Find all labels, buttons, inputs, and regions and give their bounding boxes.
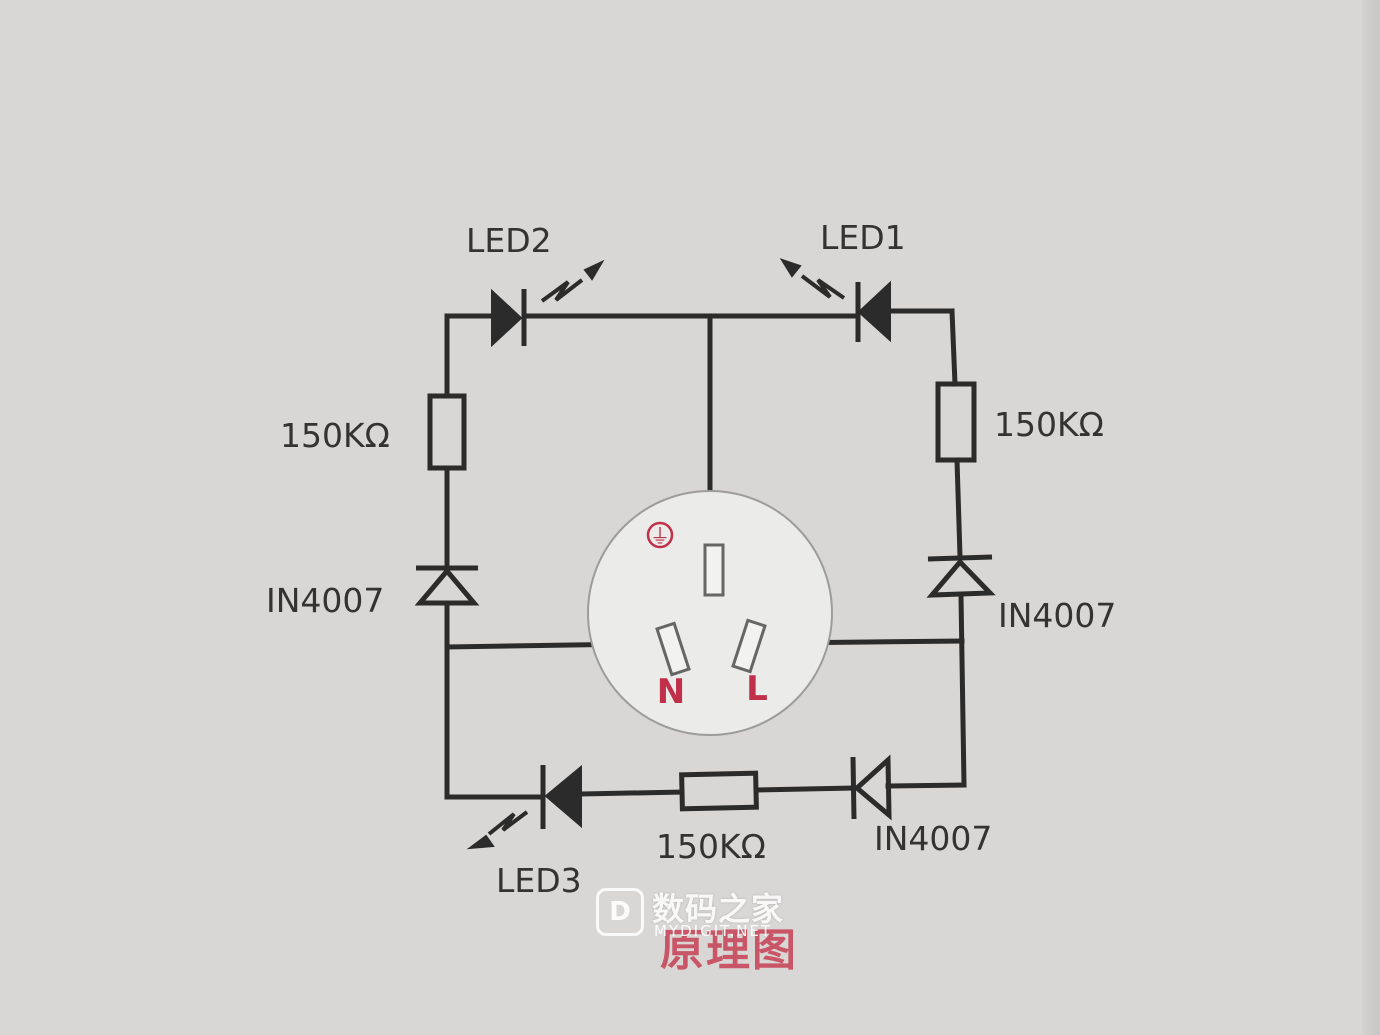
led3-arrowhead [466,834,495,850]
watermark-site: MYDIGIT.NET [654,922,773,940]
diode-right-symbol [926,554,996,598]
label-resistor-left: 150KΩ [280,416,390,455]
watermark-name: 数码之家 [652,890,785,928]
socket-outlet: ⏚ N L [587,490,833,736]
led1-symbol [779,258,891,343]
wire-bottom-right [885,782,967,789]
ground-slot [703,543,725,597]
label-led2: LED2 [466,221,552,260]
led3-emission-arrow [487,810,529,836]
diode-left-symbol [414,565,480,606]
watermark: D 数码之家 MYDIGIT.NET [592,884,842,944]
label-diode-right: IN4007 [998,596,1116,635]
diagram-caption: 原理图 [660,925,798,976]
led1-emission-arrow [800,274,846,300]
label-diode-left: IN4007 [266,581,384,620]
label-led1: LED1 [820,218,906,257]
wire-right-upper [949,308,958,387]
label-resistor-right: 150KΩ [994,405,1104,444]
resistor-right [935,381,977,463]
paper-edge-shadow [1362,0,1380,1035]
wire-right-middle [954,457,963,559]
label-resistor-bottom: 150KΩ [656,827,766,866]
diode-right-bar [927,554,993,562]
led2-arrowhead [583,259,605,281]
live-slot [731,618,767,674]
neutral-label: N [657,672,685,712]
resistor-left [427,393,467,471]
led2-symbol [491,259,605,348]
socket-face [587,490,833,736]
ground-circle [646,521,674,549]
wire-bottom-mid-left [579,789,685,797]
diode-bottom-symbol [850,754,892,821]
diode-right-triangle [926,558,996,598]
live-label: L [746,669,768,709]
label-diode-bottom: IN4007 [874,819,992,858]
ground-icon: ⏚ [650,524,670,548]
diode-left-triangle [414,567,480,606]
led1-arrowhead [779,258,802,278]
diode-bottom-triangle [853,754,892,821]
led2-emission-arrow [540,278,584,303]
resistor-bottom [679,770,759,812]
component-labels: LED2 LED1 LED3 150KΩ 150KΩ 150KΩ IN4007 … [266,218,1116,900]
led2-triangle [491,288,523,348]
led1-triangle [857,280,891,343]
wire-right-lower [958,593,967,788]
wire-bottom-mid-right [753,785,855,793]
label-led3: LED3 [496,861,582,900]
neutral-slot [655,621,691,677]
led3-triangle [544,764,582,829]
led3-symbol [466,764,582,850]
watermark-logo-icon: D [596,888,644,936]
